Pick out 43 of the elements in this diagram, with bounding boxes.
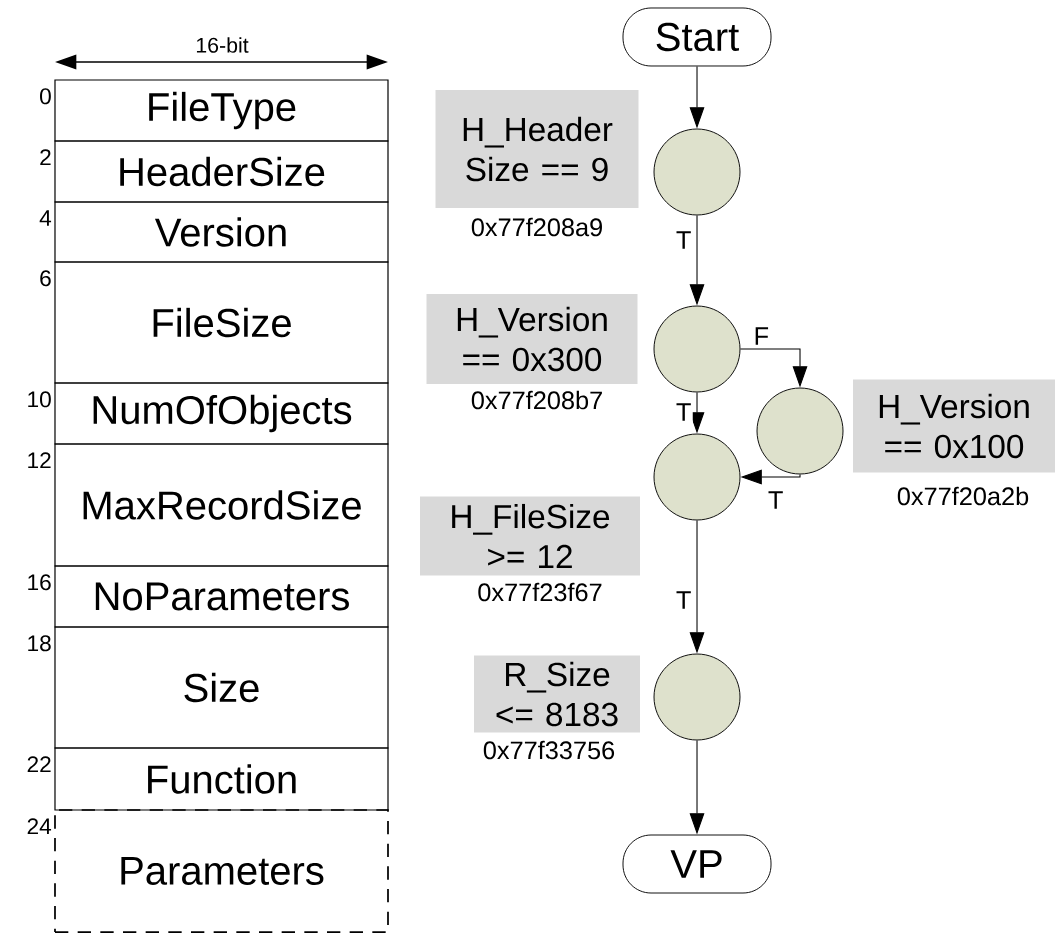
offset-label: 0 [40,88,51,105]
condition-box: H_Version == 0x300 [426,294,638,384]
offset-label: 18 [28,635,51,652]
placeholder-field-row: Parameters [54,809,389,933]
offset-label: 24 [27,818,52,835]
decision-circle [756,387,844,475]
edge-label: T [674,229,693,251]
offset-label: 12 [28,452,51,469]
address-label: 0x77f208b7 [471,390,602,410]
edge-label: T [674,589,693,611]
decision-circle [653,433,741,521]
condition-box: H_Header Size == 9 [435,90,639,208]
condition-box: H_FileSize >= 12 [420,496,640,576]
condition-box: R_Size <= 8183 [474,655,640,733]
offset-label: 22 [27,756,51,773]
terminal-box: VP [622,834,772,894]
field-row: FileSize [54,261,389,384]
offset-label: 6 [40,270,51,287]
field-row: NoParameters [54,565,389,628]
decision-circle [653,305,741,393]
decision-circle [653,128,741,216]
terminal-box: Start [622,7,772,67]
field-row: HeaderSize [54,140,389,203]
field-row: NumOfObjects [54,382,389,445]
address-label: 0x77f23f67 [478,582,602,602]
edge-label: T [674,401,693,423]
condition-box: H_Version == 0x100 [853,379,1055,473]
offset-label: 2 [40,149,51,166]
field-row: FileType [54,79,389,142]
address-label: 0x77f33756 [483,740,615,760]
field-row: Function [54,747,389,811]
field-row: Version [54,201,389,263]
offset-label: 10 [28,391,51,408]
field-row: Size [54,626,389,749]
offset-label: 4 [39,210,52,226]
offset-label: 16 [28,574,51,591]
dimension-label: 16-bit [196,37,249,53]
address-label: 0x77f20a2b [897,486,1029,506]
edge-label: T [766,489,785,511]
address-label: 0x77f208a9 [471,217,602,237]
edge-label: F [752,325,771,347]
decision-circle [653,653,741,741]
field-row: MaxRecordSize [54,443,389,567]
